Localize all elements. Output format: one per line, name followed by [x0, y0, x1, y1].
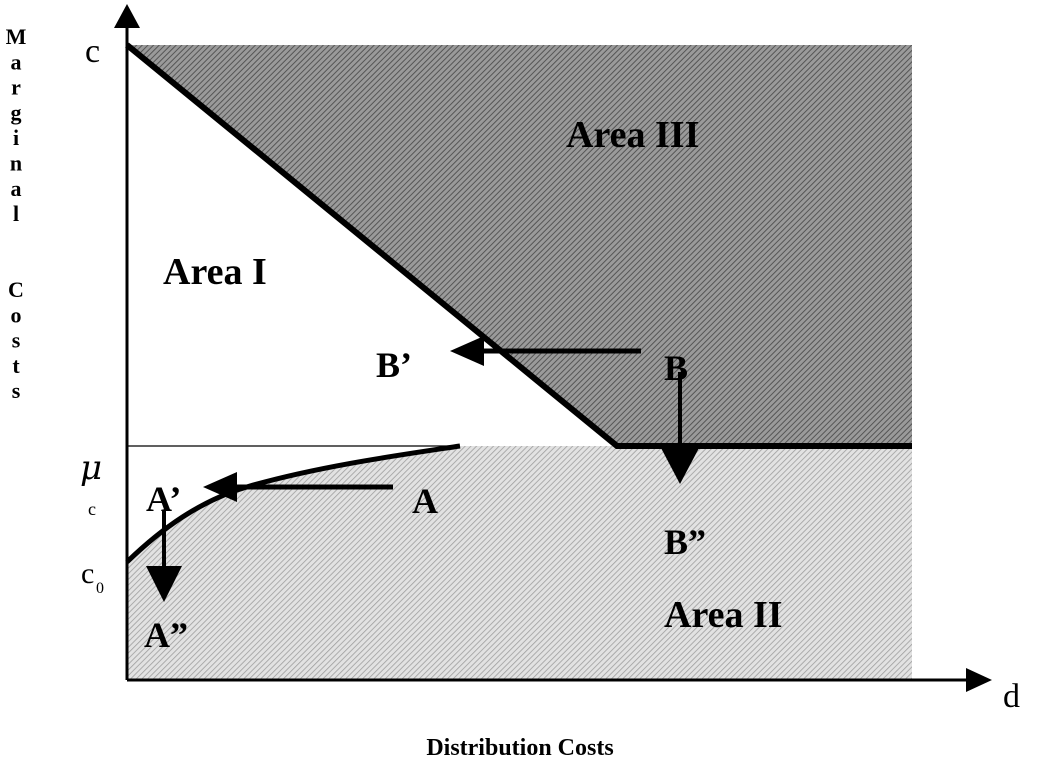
y-axis-title-char: a	[11, 49, 22, 74]
arrow-a-to-a-prime-head	[203, 472, 237, 502]
y-axis-title-char: g	[11, 100, 22, 125]
y-axis-c-label: c	[85, 33, 100, 70]
point-b-label: B	[664, 348, 688, 388]
y-axis-title-char: l	[13, 201, 19, 226]
point-a-prime-label: A’	[146, 479, 181, 519]
x-axis-d-label: d	[1003, 678, 1020, 715]
area-3-region	[127, 45, 912, 446]
area-2-label: Area II	[664, 594, 783, 636]
arrow-b-to-b-double-head	[661, 448, 699, 484]
y-axis-title-char: M	[6, 24, 27, 49]
area-3-label: Area III	[566, 114, 699, 156]
x-axis-arrowhead	[966, 668, 992, 692]
c0-base: c	[81, 557, 94, 590]
mu-symbol: μ	[80, 448, 102, 488]
point-b-prime-label: B’	[376, 345, 412, 385]
point-a-label: A	[412, 481, 438, 521]
y-axis-title-char: a	[11, 176, 22, 201]
y-axis-title-char: t	[12, 353, 20, 378]
point-a-double-label: A”	[144, 615, 188, 655]
y-axis-title-char: s	[12, 328, 21, 353]
boundary-line	[125, 42, 912, 449]
arrow-a-prime-to-a-double-head	[146, 566, 182, 602]
area-1-label: Area I	[163, 251, 267, 293]
c0-subscript: 0	[96, 580, 104, 597]
y-axis-title-char: r	[11, 75, 21, 100]
y-axis-title-char: o	[11, 302, 22, 327]
point-b-double-label: B”	[664, 522, 706, 562]
y-axis-title-char: i	[13, 125, 19, 150]
area-2-region	[127, 446, 912, 680]
mu-subscript: c	[88, 499, 96, 519]
arrow-b-to-b-prime-head	[450, 336, 484, 366]
y-axis-title-char: n	[10, 151, 22, 176]
y-axis-title-char: s	[12, 378, 21, 403]
y-axis-title-char: C	[8, 277, 24, 302]
y-axis-arrowhead	[114, 4, 140, 28]
x-axis-title: Distribution Costs	[426, 735, 613, 761]
